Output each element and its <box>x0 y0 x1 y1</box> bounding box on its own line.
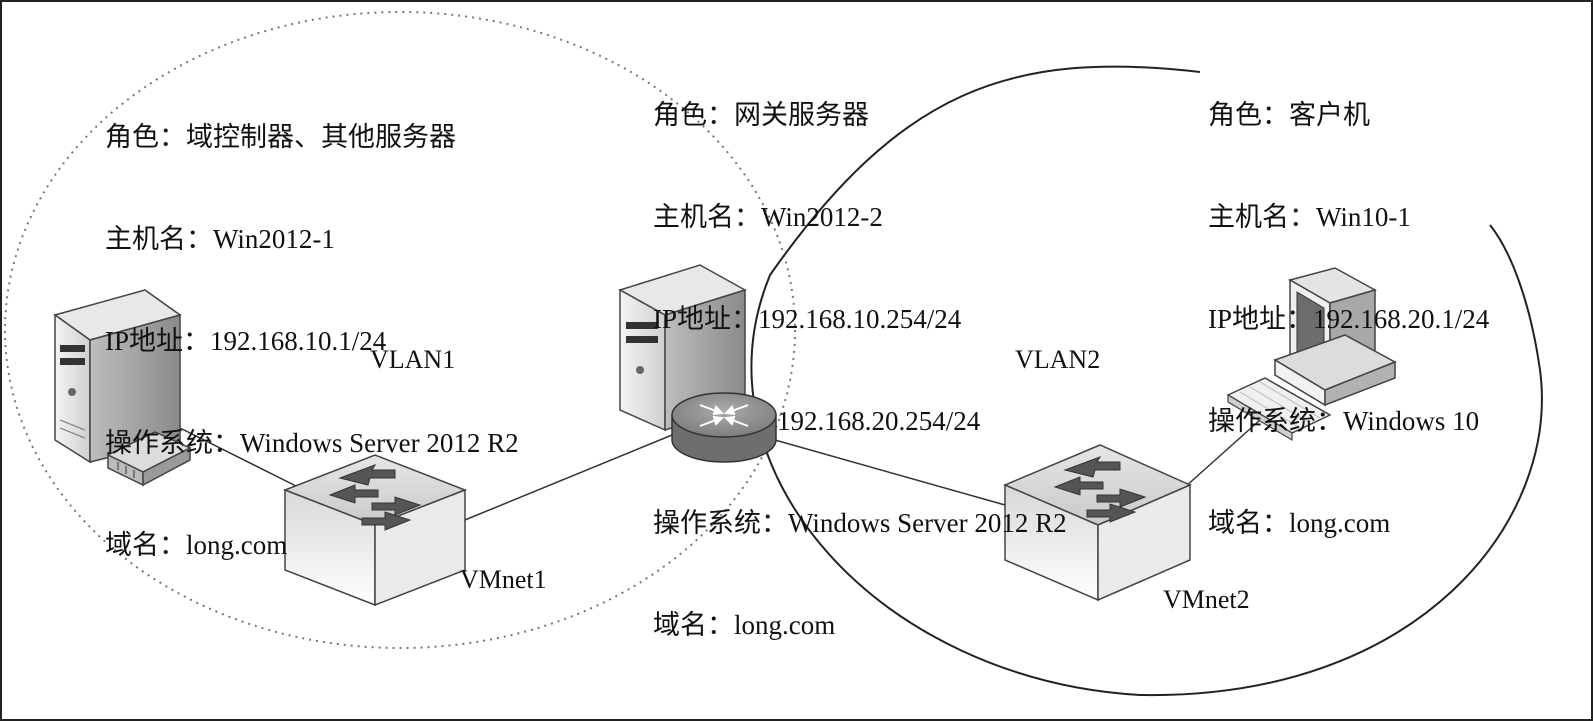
server-tower-icon <box>618 264 747 432</box>
gateway-role: 角色：网关服务器 <box>653 100 869 130</box>
dc-info-block: 角色：域控制器、其他服务器 主机名：Win2012-1 IP地址：192.168… <box>105 52 519 630</box>
client-ip: IP地址：192.168.20.1/24 <box>1208 304 1490 334</box>
gateway-domain: 域名：long.com <box>653 610 836 640</box>
client-os: 操作系统：Windows 10 <box>1208 406 1480 436</box>
switch-icon <box>282 454 468 607</box>
gateway-ip: IP地址：192.168.10.254/24 <box>653 304 962 334</box>
dc-role: 角色：域控制器、其他服务器 <box>105 122 456 152</box>
link-switch1-router <box>459 434 673 523</box>
server-tower-icon <box>53 289 182 464</box>
vmnet2-label: VMnet2 <box>1163 585 1250 614</box>
link-switch2-client <box>1184 419 1261 488</box>
link-router-switch2 <box>774 439 1006 506</box>
gateway-ip2: 192.168.20.254/24 <box>777 406 981 436</box>
gateway-hostname: 主机名：Win2012-2 <box>653 202 883 232</box>
client-role: 角色：客户机 <box>1208 100 1370 130</box>
vlan2-label: VLAN2 <box>1015 345 1101 374</box>
client-hostname: 主机名：Win10-1 <box>1208 202 1411 232</box>
link-dc-switch1 <box>179 427 301 489</box>
switch-icon <box>1003 444 1192 602</box>
vmnet1-label: VMnet1 <box>460 565 547 594</box>
vlan1-label: VLAN1 <box>370 345 456 374</box>
gateway-info-block: 角色：网关服务器 主机名：Win2012-2 IP地址：192.168.10.2… <box>653 30 1067 710</box>
dc-ip: IP地址：192.168.10.1/24 <box>105 326 387 356</box>
router-icon <box>671 392 777 463</box>
dc-hostname: 主机名：Win2012-1 <box>105 224 335 254</box>
client-domain: 域名：long.com <box>1208 508 1391 538</box>
desktop-computer-icon <box>1226 267 1397 442</box>
vlan2-boundary <box>750 65 1543 697</box>
vlan1-boundary <box>4 11 796 649</box>
network-adapter-icon <box>106 431 192 487</box>
gateway-os: 操作系统：Windows Server 2012 R2 <box>653 508 1067 538</box>
client-info-block: 角色：客户机 主机名：Win10-1 IP地址：192.168.20.1/24 … <box>1208 30 1489 608</box>
dc-os: 操作系统：Windows Server 2012 R2 <box>105 428 519 458</box>
dc-domain: 域名：long.com <box>105 530 288 560</box>
